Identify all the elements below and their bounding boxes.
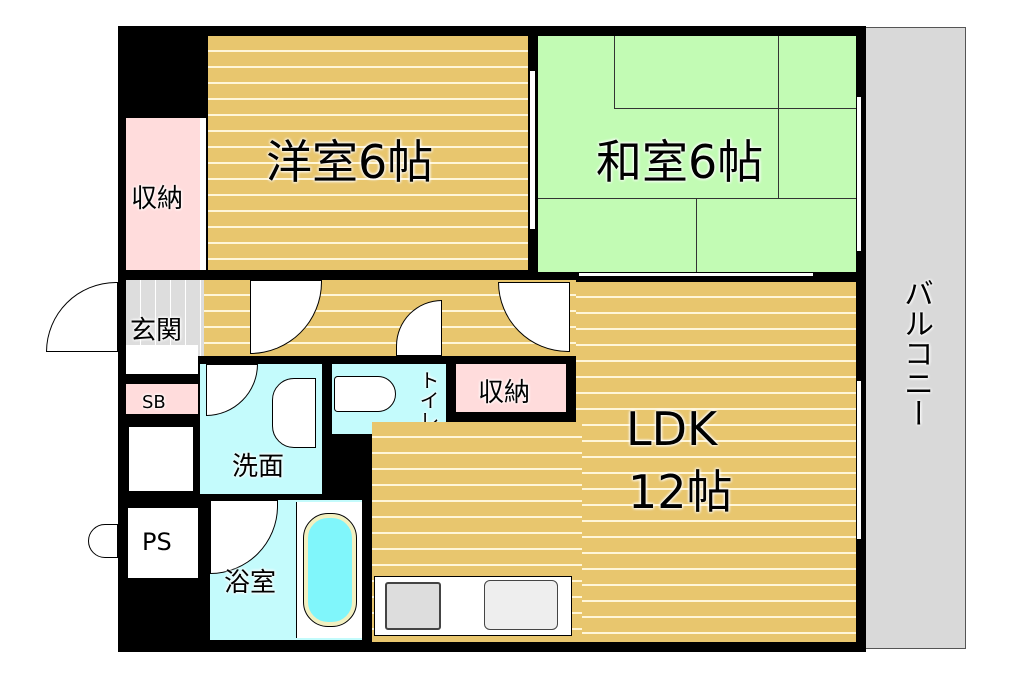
shoe-box-label: SB xyxy=(142,392,166,413)
entrance xyxy=(126,280,204,356)
kitchen-sink-icon xyxy=(484,580,558,630)
storage-top-label: 収納 xyxy=(131,184,184,214)
ldk-size-label: 12帖 xyxy=(628,465,733,519)
western-room xyxy=(208,36,528,270)
bath-label: 浴室 xyxy=(224,568,277,598)
shoe-box xyxy=(126,384,198,414)
washing-machine xyxy=(128,426,194,492)
shoe-box-doors[interactable] xyxy=(126,345,198,375)
stove-icon xyxy=(385,582,441,630)
balcony xyxy=(862,27,966,649)
western-room-label: 洋室6帖 xyxy=(266,135,434,189)
door-pipe-space[interactable] xyxy=(88,524,118,558)
sliding-door-japanese[interactable] xyxy=(578,272,814,277)
ldk xyxy=(576,282,856,642)
washroom-label: 洗面 xyxy=(232,452,285,482)
ldk-label: LDK xyxy=(626,402,718,456)
bathtub xyxy=(303,513,357,627)
window-japanese xyxy=(856,96,862,252)
toilet-label: トイレ xyxy=(416,370,440,430)
pipe-space-label: PS xyxy=(142,528,172,556)
entrance-label: 玄関 xyxy=(130,316,183,346)
pipe-space xyxy=(128,508,198,578)
toilet-bowl xyxy=(334,376,396,412)
storage-mid xyxy=(456,364,566,412)
balcony-label: バルコニー xyxy=(898,278,933,428)
japanese-room-label: 和室6帖 xyxy=(596,135,764,189)
sliding-door-divider[interactable] xyxy=(529,70,536,230)
sink xyxy=(272,378,316,448)
window-ldk xyxy=(856,380,862,540)
storage-top xyxy=(126,118,206,270)
front-door[interactable] xyxy=(46,282,118,352)
japanese-room xyxy=(538,36,856,272)
storage-mid-label: 収納 xyxy=(478,378,531,408)
